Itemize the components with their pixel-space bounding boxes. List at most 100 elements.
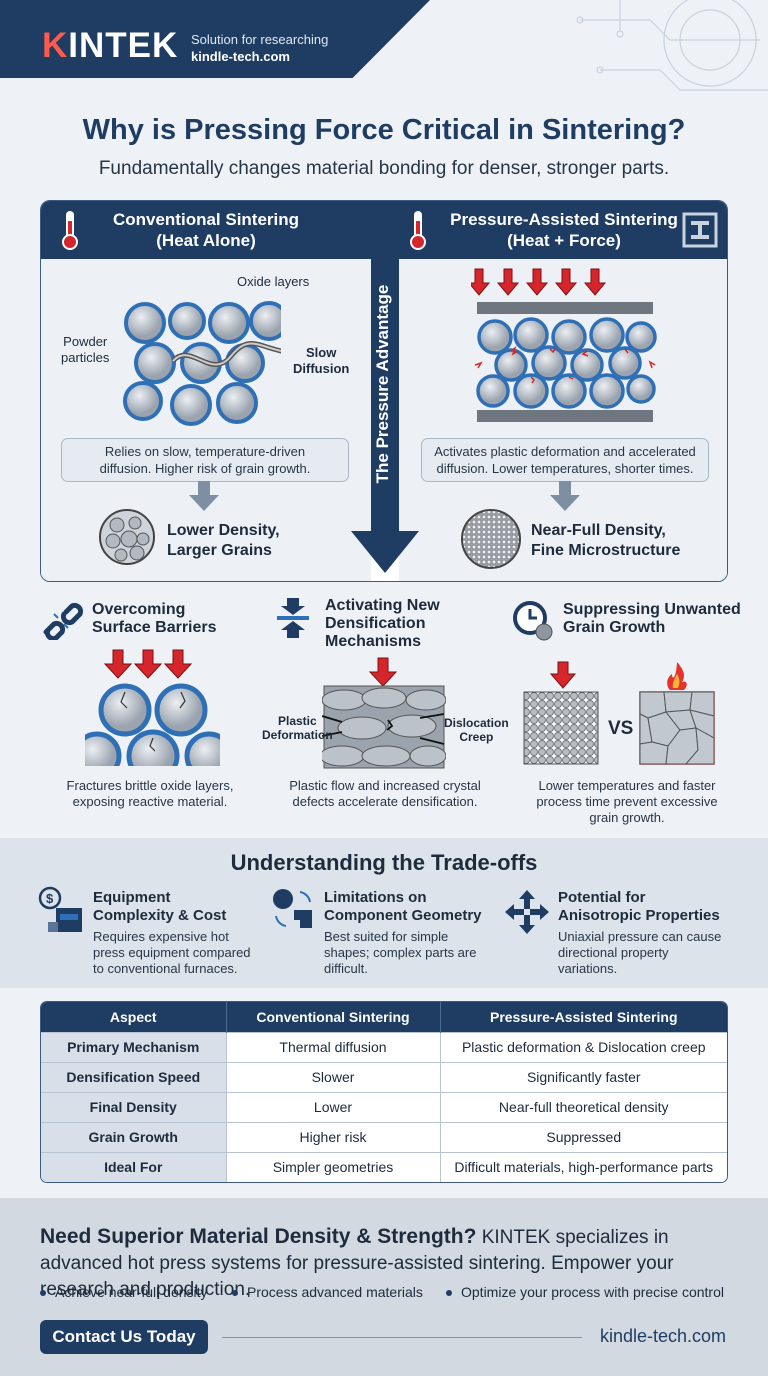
table-cell: Plastic deformation & Dislocation creep [440,1031,727,1062]
tagline-text: Solution for researching [191,32,329,47]
feature-grain-growth-title: Suppressing Unwanted Grain Growth [563,601,741,637]
comparison-table: Aspect Conventional Sintering Pressure-A… [40,1001,728,1183]
pressure-advantage-arrow [351,201,419,573]
conventional-body [41,259,371,581]
tradeoff-equipment-desc: Requires expensive hot press equipment c… [93,929,251,977]
circuit-decoration [576,0,768,91]
table-row: Ideal For Simpler geometries Difficult m… [41,1151,727,1182]
table-cell: Difficult materials, high-performance pa… [440,1151,727,1182]
pressure-note-line1: Activates plastic deformation and accele… [434,444,696,459]
fine-grains-illustration [523,661,599,765]
table-cell: Lower [226,1091,441,1122]
tradeoff-equipment-title: Equipment Complexity & Cost [93,889,226,925]
footer-divider [222,1337,582,1338]
feature3-title-line2: Grain Growth [563,619,666,636]
fine-microstructure-icon [461,509,521,569]
plastic-deformation-label: Plastic Deformation [262,714,333,742]
pressure-heading-line1: Pressure-Assisted Sintering [450,210,678,229]
thermometer-icon [410,211,426,250]
cta-headline: Need Superior Material Density & Strengt… [40,1225,477,1248]
pressure-advantage-label: The Pressure Advantage [373,284,392,484]
cta-bullet: Process advanced materials [232,1284,423,1300]
pressure-assisted-note: Activates plastic deformation and accele… [421,438,709,482]
header-band [0,0,430,78]
feature3-desc-line1: Lower temperatures and faster [538,778,716,793]
tradeoffs-section [0,838,768,988]
feature1-desc-line2: exposing reactive material. [72,794,228,809]
feature3-desc-line3: grain growth. [589,810,665,825]
table-row: Grain Growth Higher risk Suppressed [41,1121,727,1152]
header: KINTEK Solution for researching kindle-t… [0,0,768,91]
conventional-result-line1: Lower Density, [167,522,280,539]
tradeoff1-desc-line2: press equipment compared [93,945,251,960]
powder-label-line2: particles [61,350,110,365]
cta-bullet: Achieve near-full density [40,1284,208,1300]
dislocation-label-line2: Creep [459,730,494,744]
feature-densification-title: Activating New Densification Mechanisms [325,597,440,651]
powder-particles-illustration [123,301,281,426]
table-cell: Significantly faster [440,1061,727,1092]
footer-url-link[interactable]: kindle-tech.com [600,1326,727,1346]
feature2-title-line1: Activating New [325,597,440,614]
feature-surface-barriers-title: Overcoming Surface Barriers [92,601,217,637]
table-cell: Suppressed [440,1121,727,1152]
tradeoff1-title-line1: Equipment [93,889,171,906]
table-header-aspect: Aspect [41,1002,227,1032]
tradeoff1-desc-line3: to conventional furnaces. [93,961,238,976]
tradeoff1-title-line2: Complexity & Cost [93,907,227,924]
fracturing-oxide-illustration [85,649,220,766]
feature2-desc-line2: defects accelerate densification. [292,794,478,809]
powder-particles-label: Powder particles [61,334,109,366]
table-header-row: Aspect Conventional Sintering Pressure-A… [41,1002,727,1032]
conventional-heading-line1: Conventional Sintering [112,210,300,229]
feature-grain-growth-desc: Lower temperatures and faster process ti… [512,778,742,826]
slow-diffusion-label: Slow Diffusion [293,345,349,377]
tagline-url[interactable]: kindle-tech.com [191,49,290,64]
slow-label-line2: Diffusion [293,361,350,376]
feature2-desc-line1: Plastic flow and increased crystal [289,778,481,793]
bullet-dot-icon [40,1290,46,1297]
kintek-logo[interactable]: KINTEK [42,26,179,65]
table-row: Final Density Lower Near-full theoretica… [41,1091,727,1122]
equipment-cost-icon: $ [38,886,82,932]
conventional-result: Lower Density, Larger Grains [167,521,280,561]
contact-us-button[interactable]: Contact Us Today [40,1320,208,1354]
table-cell-aspect: Ideal For [41,1151,227,1182]
header-tagline: Solution for researching kindle-tech.com [191,31,328,65]
tradeoff2-title-line1: Limitations on [324,889,427,906]
table-cell-aspect: Grain Growth [41,1121,227,1152]
pressure-assisted-result: Near-Full Density, Fine Microstructure [531,521,680,561]
large-grains-flame-illustration [639,662,715,765]
feature1-title-line1: Overcoming [92,601,186,618]
tradeoff-anisotropic-desc: Uniaxial pressure can cause directional … [558,929,721,977]
table-header-conventional: Conventional Sintering [226,1002,441,1032]
page-title: Why is Pressing Force Critical in Sinter… [82,114,686,146]
bullet-dot-icon [232,1290,238,1297]
pressure-note-line2: diffusion. Lower temperatures, shorter t… [436,461,694,476]
conventional-note-line2: diffusion. Higher risk of grain growth. [99,461,311,476]
directional-arrows-icon [505,890,549,934]
feature3-title-line1: Suppressing Unwanted [563,601,741,618]
dislocation-label-line1: Dislocation [444,716,509,730]
table-cell-aspect: Final Density [41,1091,227,1122]
pressure-result-line1: Near-Full Density, [531,522,666,539]
tradeoff3-title-line2: Anisotropic Properties [558,907,720,924]
conventional-result-line2: Larger Grains [167,542,272,559]
tradeoff2-desc-line2: shapes; complex parts are [324,945,477,960]
plastic-label-line2: Deformation [262,728,333,742]
tradeoff2-title-line2: Component Geometry [324,907,482,924]
large-grains-icon [99,509,155,565]
conventional-heading-line2: (Heat Alone) [156,231,256,250]
sintering-comparison-panel: Conventional Sintering (Heat Alone) Pres… [40,200,728,582]
table-cell-aspect: Primary Mechanism [41,1031,227,1062]
svg-text:$: $ [46,891,54,906]
cta-text: Need Superior Material Density & Strengt… [40,1224,740,1303]
hot-press-illustration [471,268,657,422]
pressure-heading-line2: (Heat + Force) [507,231,621,250]
tradeoff1-desc-line1: Requires expensive hot [93,929,229,944]
plastic-label-line1: Plastic [277,714,317,728]
tradeoff2-desc-line1: Best suited for simple [324,929,449,944]
feature-densification-desc: Plastic flow and increased crystal defec… [270,778,500,810]
vs-label: VS [608,718,634,739]
tradeoff-geometry-title: Limitations on Component Geometry [324,889,482,925]
